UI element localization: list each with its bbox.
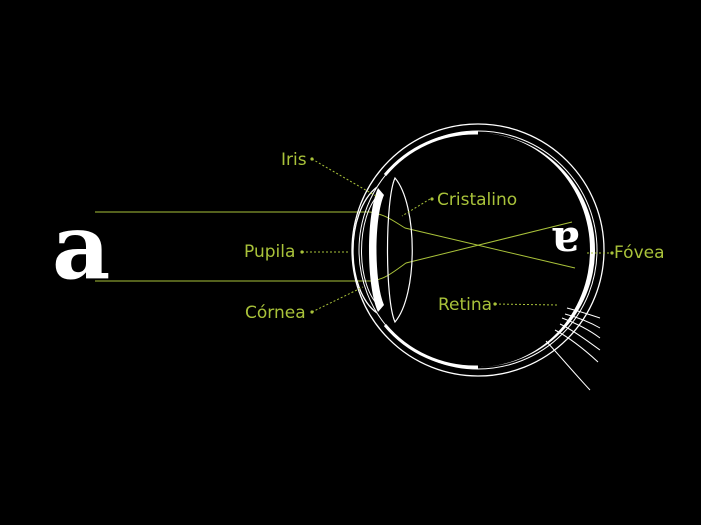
label-pupila: Pupila: [244, 242, 295, 262]
optic-nerve: [545, 307, 601, 391]
image-letter-inverted: a: [551, 217, 580, 268]
iris-shape: [369, 188, 384, 312]
label-iris: Iris: [281, 150, 307, 170]
sclera-inner: [358, 130, 598, 370]
lens-shape: [386, 176, 413, 324]
leader-dots: [300, 157, 614, 314]
sclera-outer: [351, 123, 605, 377]
cornea-arc: [352, 186, 378, 314]
object-letter-a: a: [52, 194, 110, 300]
eyeball: [351, 123, 605, 391]
leader-lines: [302, 158, 612, 313]
label-retina: Retina: [438, 295, 492, 315]
label-cornea: Córnea: [245, 303, 306, 323]
label-fovea: Fóvea: [614, 243, 665, 263]
light-rays: [95, 211, 576, 282]
label-cristalino: Cristalino: [437, 190, 517, 210]
